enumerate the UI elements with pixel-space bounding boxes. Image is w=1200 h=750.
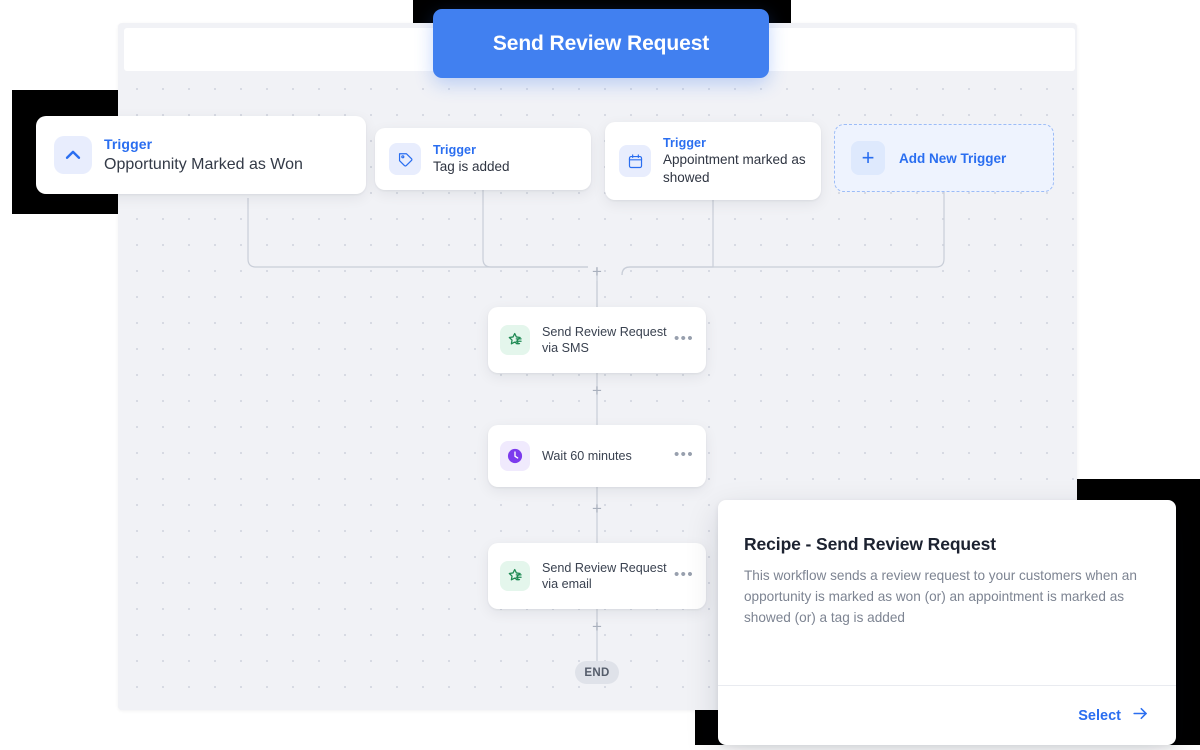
add-step-plus-1[interactable]: + — [592, 381, 602, 400]
node-overflow-menu-icon[interactable]: ••• — [674, 445, 694, 463]
add-step-plus-2[interactable]: + — [592, 499, 602, 518]
recipe-description: This workflow sends a review request to … — [744, 568, 1137, 625]
workflow-end-badge: END — [575, 661, 619, 684]
tag-icon — [389, 143, 421, 175]
trigger-kicker: Trigger — [663, 136, 707, 150]
action-node-send-sms[interactable]: Send Review Request via SMS ••• — [488, 307, 706, 373]
action-node-label: Send Review Request via email — [542, 561, 667, 591]
action-node-wait[interactable]: Wait 60 minutes ••• — [488, 425, 706, 487]
recipe-footer: Select — [718, 685, 1176, 745]
trigger-title: Appointment marked as showed — [663, 152, 806, 185]
trigger-card-appointment-showed[interactable]: Trigger Appointment marked as showed — [605, 122, 821, 200]
add-new-trigger-button[interactable]: + Add New Trigger — [834, 124, 1054, 192]
add-new-trigger-label: Add New Trigger — [899, 150, 1007, 166]
workflow-canvas[interactable]: + + + + Send Review Request via SMS ••• — [118, 23, 1077, 710]
trigger-card-tag-added[interactable]: Trigger Tag is added — [375, 128, 591, 190]
recipe-detail-panel: Recipe - Send Review Request This workfl… — [718, 500, 1176, 745]
action-node-label: Send Review Request via SMS — [542, 325, 667, 355]
select-button-label: Select — [1078, 707, 1121, 724]
add-step-plus-0[interactable]: + — [592, 262, 602, 281]
node-overflow-menu-icon[interactable]: ••• — [674, 329, 694, 347]
select-button[interactable]: Select — [1078, 704, 1150, 727]
trigger-title: Tag is added — [433, 159, 510, 174]
trigger-kicker: Trigger — [433, 143, 477, 157]
trigger-kicker: Trigger — [104, 135, 153, 152]
review-star-icon — [500, 561, 530, 591]
recipe-title: Recipe - Send Review Request — [744, 534, 997, 554]
plus-icon: + — [851, 141, 885, 175]
add-step-plus-3[interactable]: + — [592, 617, 602, 636]
trigger-card-opportunity-won[interactable]: Trigger Opportunity Marked as Won — [36, 116, 366, 194]
send-review-request-button[interactable]: Send Review Request — [433, 9, 769, 78]
chevron-up-icon — [54, 136, 92, 174]
calendar-icon — [619, 145, 651, 177]
review-star-icon — [500, 325, 530, 355]
action-node-send-email[interactable]: Send Review Request via email ••• — [488, 543, 706, 609]
trigger-title: Opportunity Marked as Won — [104, 155, 303, 173]
action-node-label: Wait 60 minutes — [542, 449, 632, 463]
recipe-body: Recipe - Send Review Request This workfl… — [718, 500, 1176, 685]
node-overflow-menu-icon[interactable]: ••• — [674, 565, 694, 583]
arrow-right-icon — [1131, 704, 1150, 727]
clock-icon — [500, 441, 530, 471]
